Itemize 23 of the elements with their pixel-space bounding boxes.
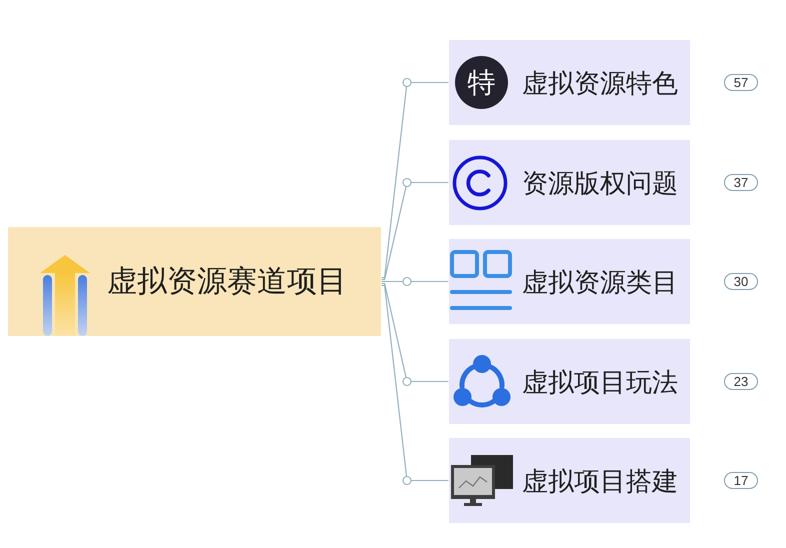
count-label: 37 xyxy=(724,174,758,191)
subtopic-box xyxy=(449,339,690,424)
connector-line xyxy=(381,78,449,278)
count-label: 17 xyxy=(724,472,758,489)
count-label: 30 xyxy=(724,273,758,290)
subtopic-box xyxy=(449,239,690,324)
connector-line xyxy=(381,178,449,280)
subtopic-box xyxy=(449,438,690,523)
count-label: 57 xyxy=(724,74,758,91)
subtopic-text: 虚拟资源特色 xyxy=(522,67,678,99)
subtopic-text: 虚拟项目搭建 xyxy=(522,465,678,497)
connector-line xyxy=(381,284,449,486)
subtopic-text: 虚拟项目玩法 xyxy=(522,366,678,398)
subtopic-text: 资源版权问题 xyxy=(522,167,678,199)
subtopic-box xyxy=(449,40,690,125)
subtopic-text: 虚拟资源类目 xyxy=(522,266,678,298)
subtopic-box xyxy=(449,140,690,225)
count-label: 23 xyxy=(724,373,758,390)
topic-box xyxy=(8,227,381,336)
connector-line xyxy=(381,282,449,386)
topic-text: 虚拟资源赛道项目 xyxy=(107,264,347,300)
character-badge: 特 xyxy=(455,56,508,109)
connector-line xyxy=(381,276,449,286)
